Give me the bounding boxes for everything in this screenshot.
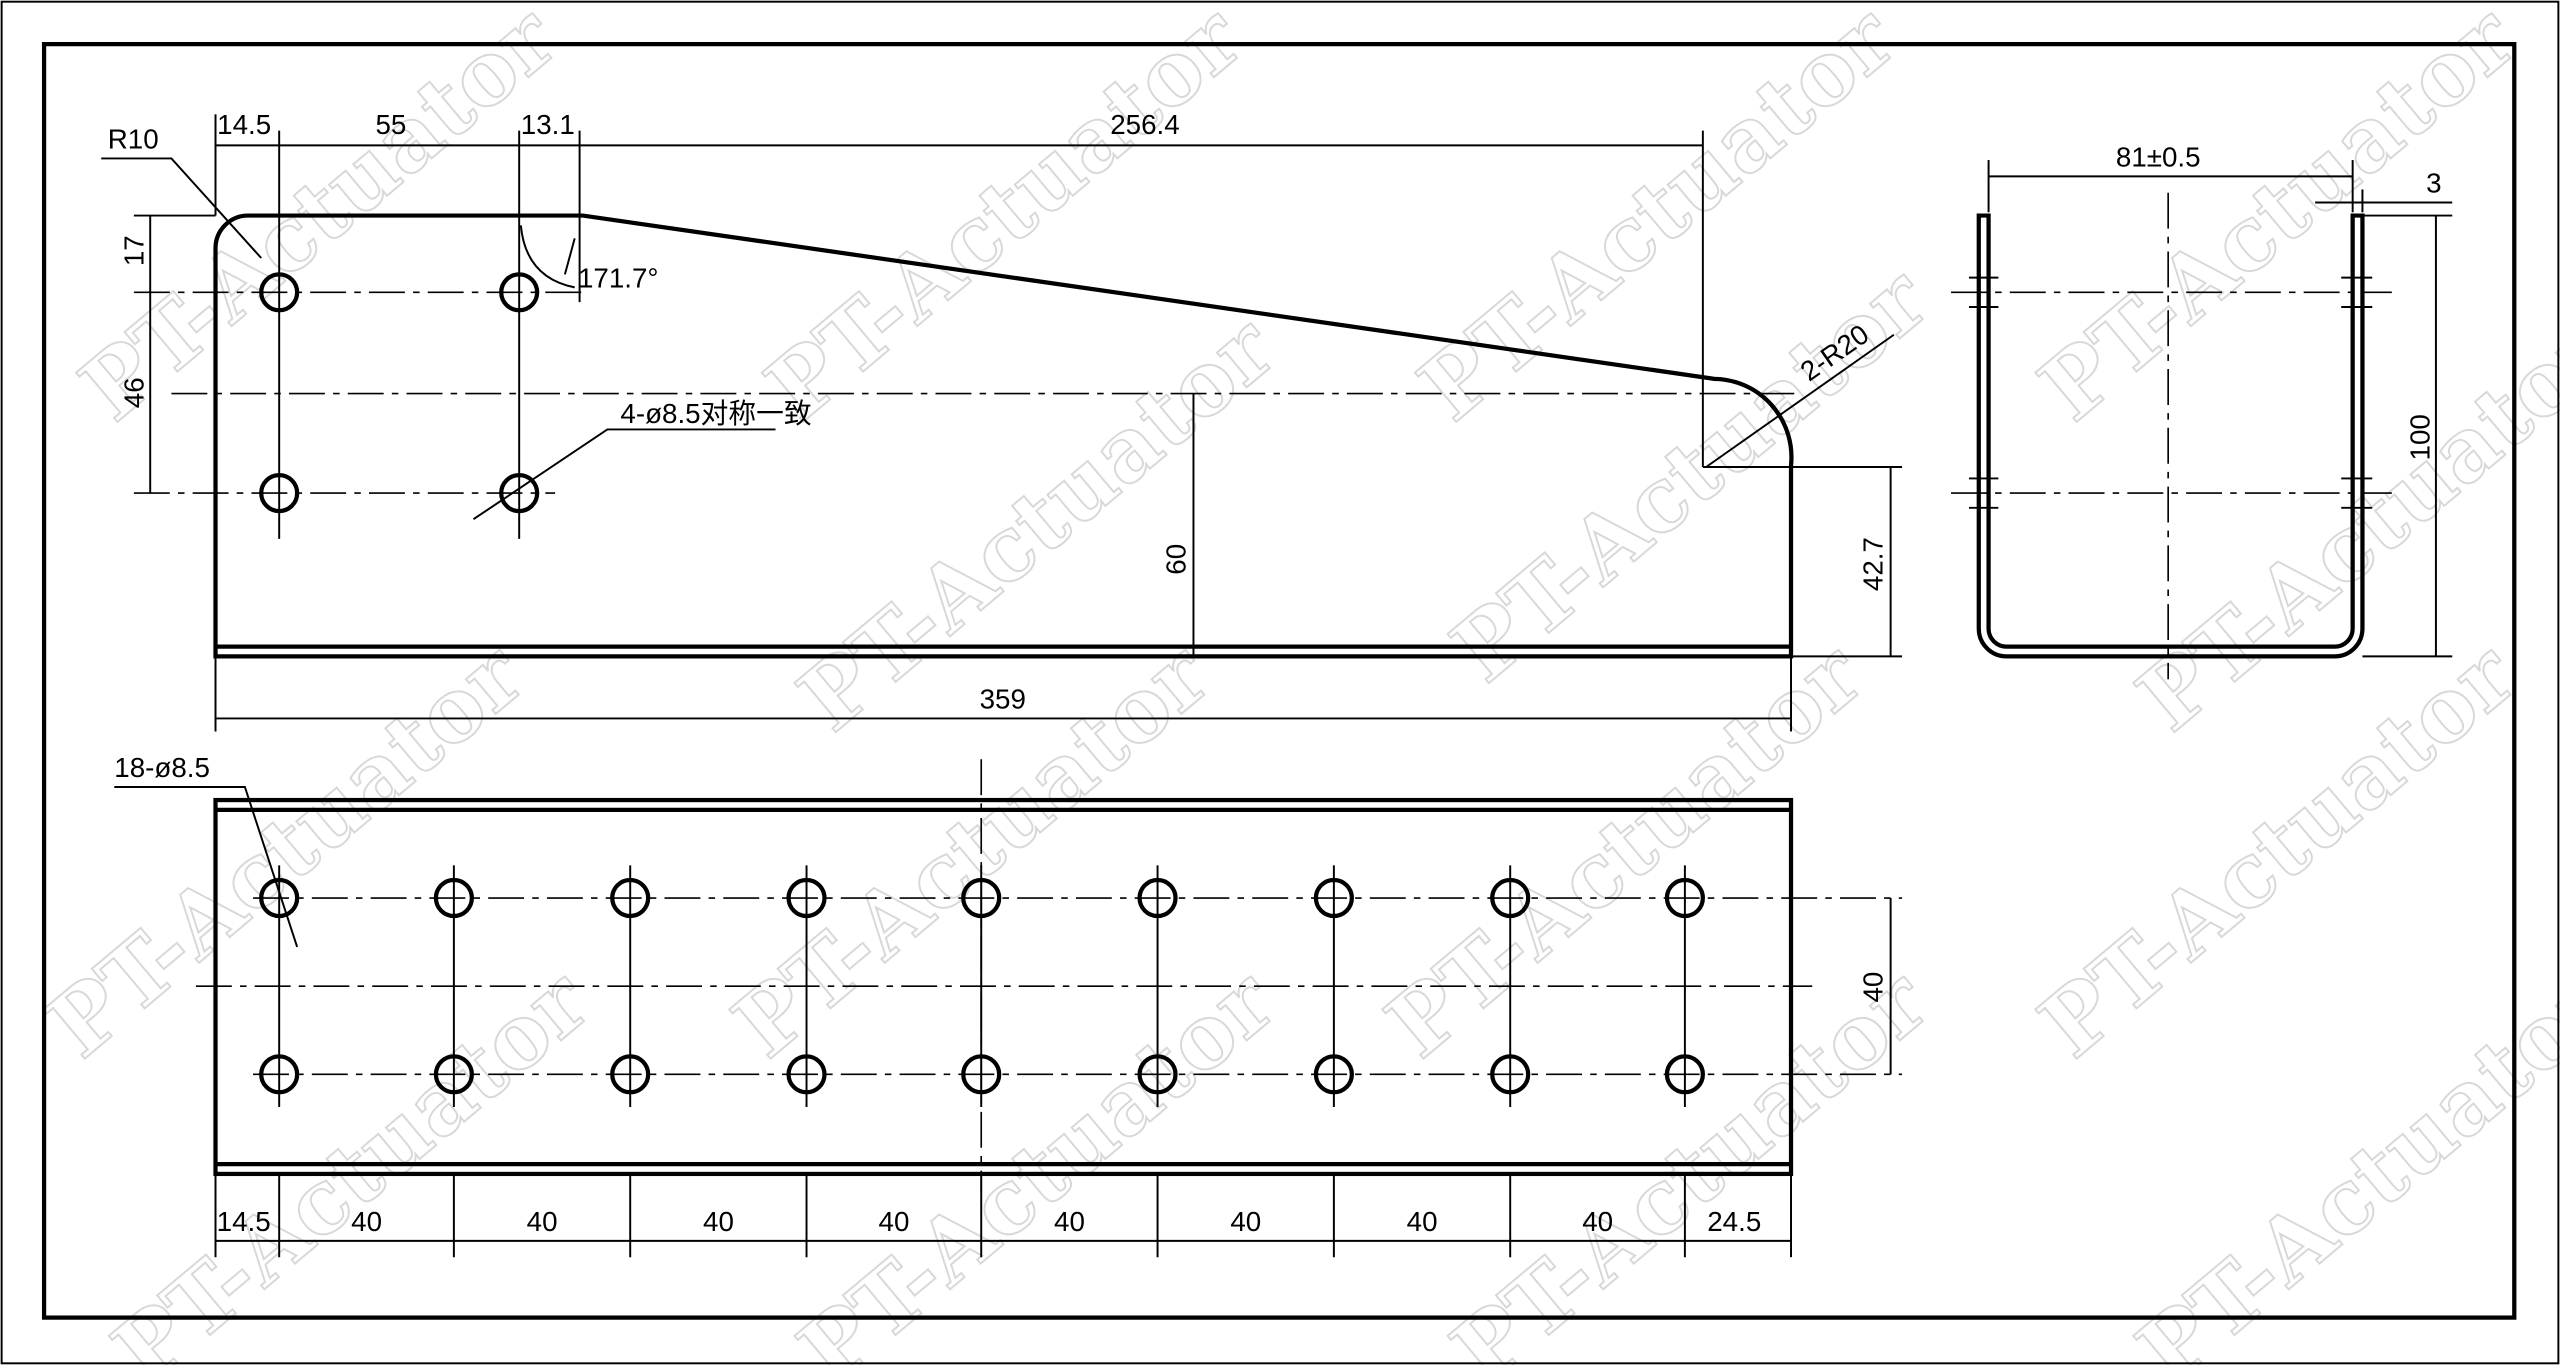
dim-60: 60 [1160,544,1191,575]
bottom-view: 18-ø8.5 40 14.5 40 40 40 40 40 40 40 40 24.5 [114,752,1903,1258]
end-view: 81±0.5 3 100 [1951,142,2453,680]
angle-label: 171.7° [578,262,659,293]
chain-dim: 40 [1230,1206,1261,1237]
dim-14-5: 14.5 [217,109,271,140]
dim-256-4: 256.4 [1110,109,1179,140]
dim-3: 3 [2426,168,2441,199]
dim-17: 17 [119,235,150,266]
chain-dim: 40 [1407,1206,1438,1237]
chain-dim: 14.5 [217,1206,271,1237]
watermark-text: PT-Actuator [61,0,576,441]
chain-dim: 40 [351,1206,382,1237]
chain-dim: 40 [1054,1206,1085,1237]
dim-81: 81±0.5 [2116,142,2201,173]
bottom-holes-label: 18-ø8.5 [114,752,210,783]
r10-label: R10 [108,124,159,155]
holes-label: 4-ø8.5对称一致 [620,398,811,429]
chain-dim: 40 [879,1206,910,1237]
chain-dim: 40 [527,1206,558,1237]
watermark-text: PT-Actuator [2118,948,2560,1365]
dim-42-7: 42.7 [1857,537,1888,591]
dim-46: 46 [119,377,150,408]
dim-13-1: 13.1 [521,109,575,140]
watermark-text: PT-Actuator [2020,0,2535,441]
watermark-text: PT-Actuator [28,621,543,1077]
watermark-text: PT-Actuator [714,621,1229,1077]
watermark-text: PT-Actuator [2020,621,2535,1077]
watermark-text: PT-Actuator [1367,621,1882,1077]
dim-40-right: 40 [1857,972,1888,1003]
chain-dim: 24.5 [1707,1206,1761,1237]
dim-100: 100 [2404,414,2435,460]
dim-55: 55 [376,109,407,140]
drawing-frame [41,42,2517,1320]
chain-dim: 40 [703,1206,734,1237]
dim-359: 359 [980,684,1026,715]
chain-dim: 40 [1582,1206,1613,1237]
